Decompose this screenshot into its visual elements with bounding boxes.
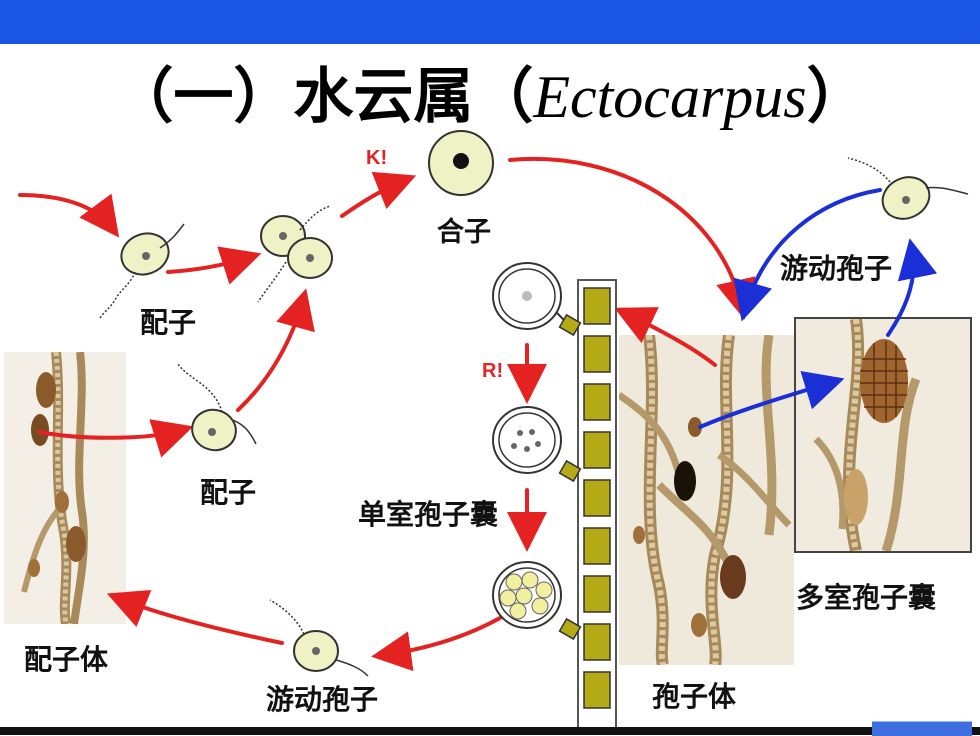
title-prefix: （一）水云属（ <box>113 62 534 132</box>
sporophyte-photo <box>619 335 794 665</box>
arrow-zoospore-to-gametophyte <box>106 589 284 645</box>
header-bar <box>0 0 980 44</box>
gamete-cell-middle <box>177 363 257 452</box>
karyogamy-mark: K! <box>366 147 388 169</box>
title-latin-name: Ectocarpus <box>533 64 807 130</box>
unilocular-sporangium-label: 单室孢子囊 <box>358 498 499 531</box>
sporangium-stage-2 <box>492 406 582 483</box>
arrow-sporophyte-to-sporangium <box>614 307 717 367</box>
footer-bar <box>0 727 980 735</box>
gamete-cell-top <box>99 223 185 319</box>
gamete-label-top: 配子 <box>140 306 197 339</box>
title-suffix: ） <box>806 62 867 132</box>
arrow-gametophyte-to-gamete <box>38 419 194 458</box>
arrow-gamete2-to-fusion <box>236 288 315 412</box>
zygote-label: 合子 <box>437 217 491 248</box>
zoospore-label-top: 游动孢子 <box>780 252 893 285</box>
arrow-fusion-to-zygote <box>340 171 417 218</box>
slide-nav-controls[interactable] <box>872 721 972 736</box>
sporangium-stage-1 <box>492 262 582 337</box>
slide-title: （一）水云属（Ectocarpus） <box>0 52 980 142</box>
arrow-sporangium-to-zoospore <box>371 616 502 672</box>
arrow-sporophyte-to-plurilocular <box>698 370 845 429</box>
arrow-zoospore-to-sporophyte <box>733 188 882 322</box>
host-filament <box>577 279 617 731</box>
fusing-gametes <box>257 205 333 303</box>
zoospore-label-bottom: 游动孢子 <box>266 683 379 716</box>
gametophyte-photo <box>4 352 126 624</box>
sporophyte-label: 孢子体 <box>652 680 737 713</box>
plurilocular-sporangium-photo <box>794 317 972 553</box>
arrow-into-gamete <box>18 193 120 238</box>
arrow-gamete-to-fusion <box>166 246 262 285</box>
sporangium-stage-3 <box>492 561 582 641</box>
arrow-zygote-to-sporophyte <box>508 156 756 320</box>
plurilocular-sporangium-label: 多室孢子囊 <box>796 581 937 614</box>
gamete-label-middle: 配子 <box>200 476 257 509</box>
arrow-plurilocular-to-zoospore <box>886 238 938 337</box>
zoospore-cell-bottom <box>269 599 369 677</box>
gametophyte-label: 配子体 <box>24 643 109 676</box>
zygote-nucleus <box>453 153 469 169</box>
meiosis-mark: R! <box>482 360 504 382</box>
zoospore-cell-top <box>847 157 969 220</box>
